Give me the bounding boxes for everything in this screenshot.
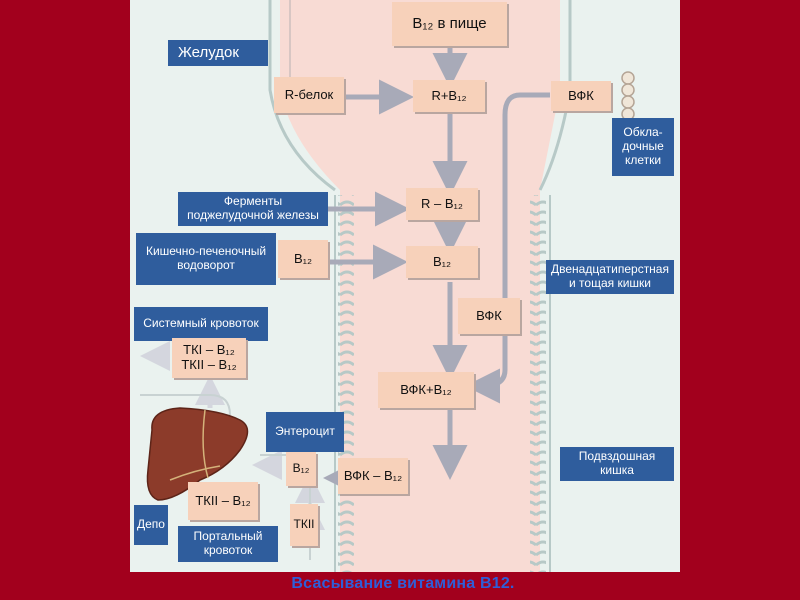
b12-left-box: В₁₂ xyxy=(278,240,328,278)
ileum-label: Подвздошная кишка xyxy=(560,447,674,481)
enterocyte-label: Энтероцит xyxy=(266,412,344,452)
vfk-top-box: ВФК xyxy=(551,81,611,111)
flow-arrow-icon xyxy=(323,48,550,496)
stomach-wall-left xyxy=(268,0,336,192)
vfk-plus-b12-box: ВФК+В₁₂ xyxy=(378,372,474,408)
stomach-label: Желудок xyxy=(168,40,268,66)
duodenum-jejunum-label: Двенадцатиперстная и тощая кишки xyxy=(546,260,674,294)
depot-label: Депо xyxy=(134,505,168,545)
tkii-box: ТКII xyxy=(290,504,318,546)
diagram-caption: Всасывание витамина В12. xyxy=(291,575,515,592)
b12-center-box: В₁₂ xyxy=(406,246,478,278)
b12-in-food-box: В₁₂ в пище xyxy=(392,2,507,46)
tkii-b12-liver-box: ТКII – В₁₂ xyxy=(188,482,258,520)
b12-enterocyte-box: В₁₂ xyxy=(286,452,316,486)
pancreatic-enzymes-label: Ферменты поджелудочной железы xyxy=(178,192,328,226)
r-minus-b12-box: R – В₁₂ xyxy=(406,188,478,220)
r-protein-box: R-белок xyxy=(274,77,344,113)
portal-circulation-label: Портальный кровоток xyxy=(178,526,278,562)
enterohepatic-circulation-label: Кишечно-печеночный водоворот xyxy=(136,233,276,285)
parietal-cells-label: Обкла-дочные клетки xyxy=(612,118,674,176)
liver-icon xyxy=(146,407,249,501)
villi-wall-icon xyxy=(338,195,354,572)
diagram-panel: Желудок Ферменты поджелудочной железы Ки… xyxy=(130,0,680,572)
vfk-middle-box: ВФК xyxy=(458,298,520,334)
diagram-graphics xyxy=(140,0,635,572)
vfk-minus-b12-box: ВФК – В₁₂ xyxy=(338,458,408,494)
villi-wall-icon xyxy=(530,195,546,572)
systemic-circulation-label: Системный кровоток xyxy=(134,307,268,341)
r-plus-b12-box: R+В₁₂ xyxy=(413,80,485,112)
tk-complex-box: ТКI – В₁₂ ТКII – В₁₂ xyxy=(172,338,246,378)
parietal-cells-icon xyxy=(621,71,635,121)
